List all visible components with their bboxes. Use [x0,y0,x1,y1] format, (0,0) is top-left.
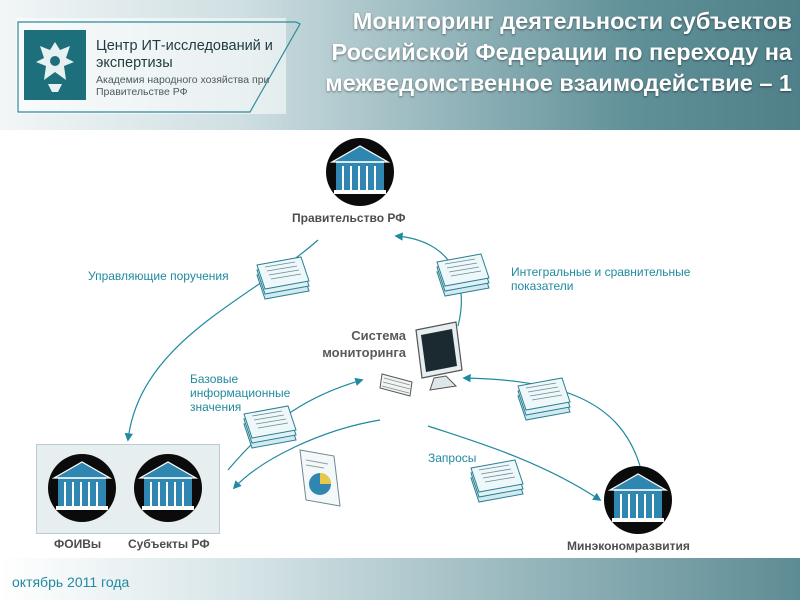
node-subjects-label: Субъекты РФ [128,537,210,551]
node-foivs-label: ФОИВы [54,537,102,551]
footer-band [0,558,800,600]
footer-date: октябрь 2011 года [12,574,130,590]
monitoring-computer-icon [379,321,463,397]
logo-subtitle: Академия народного хозяйства при Правите… [96,74,270,98]
flow-requests-label: Запросы [428,451,477,465]
node-center-label: Система мониторинга [322,328,406,360]
node-government-label: Правительство РФ [292,211,406,225]
flow-instructions-label: Управляющие поручения [88,269,229,283]
flow-base-values-label: Базовые информационные значения [190,372,291,414]
arrow-foiv-to-center [227,377,364,471]
logo-name: Центр ИТ-исследований и экспертизы [96,38,273,71]
report-chart-icon [299,449,341,507]
subjects-building-icon [133,453,203,523]
arrow-center-to-foiv [232,419,381,490]
foiv-building-icon [47,453,117,523]
node-minecon-label: Минэкономразвития [567,539,690,553]
arrow-center-to-minecon [427,425,602,501]
eagle-emblem-icon [24,30,86,100]
page-title: Мониторинг деятельности субъектов Россий… [325,8,792,96]
flow-indicators-label: Интегральные и сравнительные показатели [511,265,691,293]
arrow-minecon-to-center [462,373,641,467]
logo-frame [17,21,301,113]
